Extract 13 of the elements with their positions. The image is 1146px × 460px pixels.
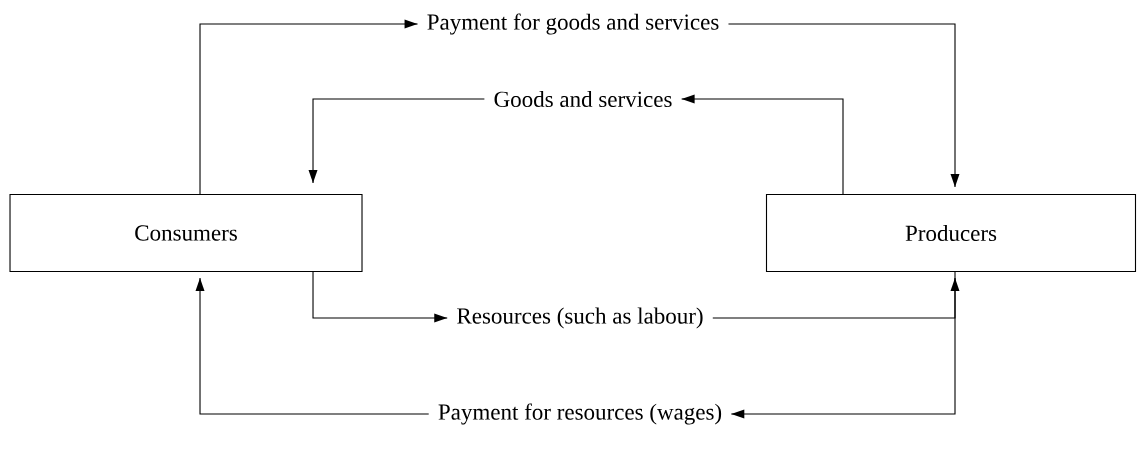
arrow <box>727 23 960 188</box>
flow-label: Payment for resources (wages) <box>438 403 722 425</box>
arrow <box>308 98 485 184</box>
flow-label: Resources (such as labour) <box>457 307 703 329</box>
arrow <box>195 277 430 415</box>
process-box: Producers <box>765 193 1137 273</box>
flow-label: Goods and services <box>494 90 672 108</box>
flow-label: Payment for goods and services <box>427 13 719 35</box>
arrow <box>681 94 844 195</box>
process-box: Consumers <box>9 193 363 273</box>
arrow <box>312 271 448 323</box>
arrow <box>730 271 956 419</box>
arrow <box>199 19 419 195</box>
